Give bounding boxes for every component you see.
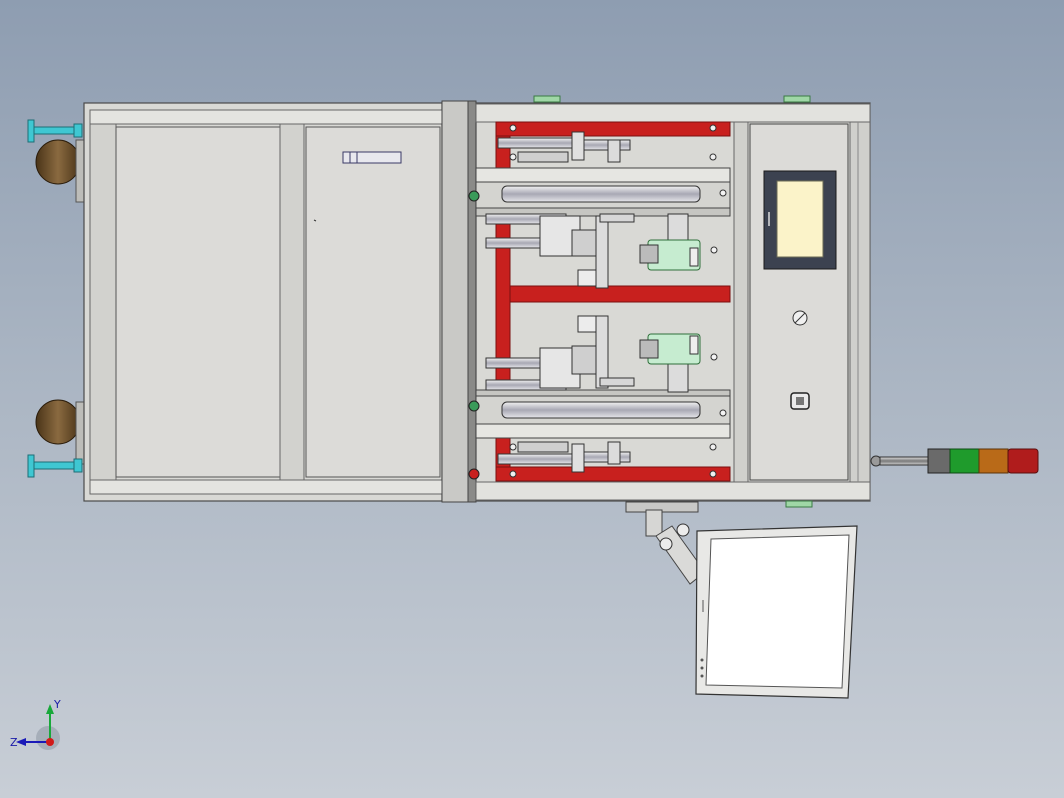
z-arrow [16,738,26,746]
x-axis-dot [46,738,54,746]
triad-sphere [36,726,60,750]
caster-bottom-left [27,399,85,478]
y-arrow [46,704,54,714]
control-panel [749,123,849,481]
monitor-arm [625,501,858,699]
signal-tower [870,448,1039,474]
y-axis-label: Y [53,698,61,711]
center-post [441,100,477,503]
caster-top-left [27,119,85,203]
z-axis-label: Z [10,736,18,749]
axis-triad[interactable]: Y Z [8,698,68,758]
left-cabinet [83,102,443,502]
